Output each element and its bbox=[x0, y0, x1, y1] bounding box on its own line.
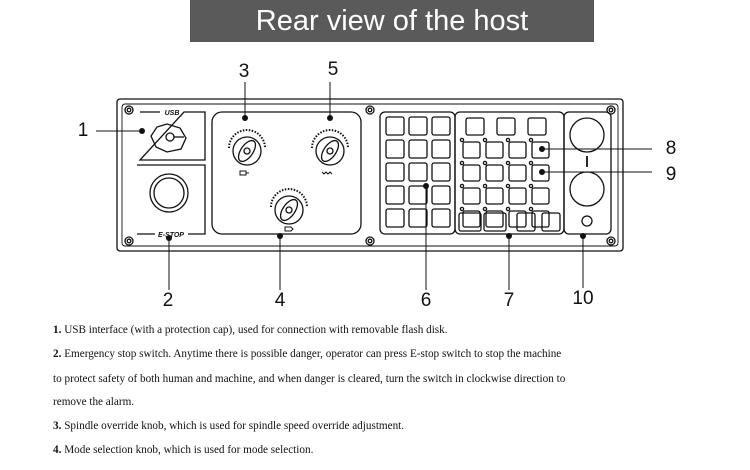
mode-selection-knob bbox=[270, 188, 308, 232]
leader-dots bbox=[139, 115, 586, 241]
estop-switch bbox=[137, 164, 206, 235]
function-key bbox=[462, 187, 481, 205]
function-key bbox=[483, 212, 507, 232]
numeric-key bbox=[431, 208, 451, 228]
callout-1: 1 bbox=[77, 120, 89, 141]
numeric-key bbox=[431, 116, 451, 136]
function-key bbox=[462, 141, 481, 159]
function-key bbox=[485, 164, 504, 182]
knob-panel bbox=[211, 111, 362, 235]
page-title: Rear view of the host bbox=[190, 0, 594, 42]
function-key bbox=[485, 141, 504, 159]
callout-3: 3 bbox=[238, 61, 250, 82]
spindle-override-knob bbox=[228, 129, 266, 176]
key-indicator bbox=[528, 137, 534, 143]
key-indicator bbox=[505, 137, 511, 143]
feed-override-knob bbox=[311, 129, 349, 175]
estop-label: E-STOP bbox=[158, 232, 184, 239]
description-3: 3. Spindle override knob, which is used … bbox=[53, 420, 405, 432]
callout-7: 7 bbox=[503, 290, 515, 311]
key-indicator bbox=[528, 160, 534, 166]
callout-6: 6 bbox=[420, 290, 432, 311]
function-key bbox=[462, 164, 481, 182]
function-key bbox=[531, 141, 550, 159]
numeric-key bbox=[431, 185, 451, 205]
callout-9: 9 bbox=[665, 164, 677, 185]
function-key bbox=[527, 117, 547, 136]
description-2-cont: to protect safety of both human and mach… bbox=[53, 373, 566, 385]
description-4: 4. Mode selection knob, which is used fo… bbox=[53, 444, 314, 456]
numeric-key bbox=[385, 208, 405, 228]
callout-10: 10 bbox=[572, 288, 594, 309]
function-key bbox=[496, 117, 516, 136]
key-indicator bbox=[505, 160, 511, 166]
numeric-key bbox=[431, 162, 451, 182]
function-key bbox=[508, 164, 527, 182]
key-indicator bbox=[482, 206, 488, 212]
function-key bbox=[531, 164, 550, 182]
key-indicator bbox=[528, 183, 534, 189]
function-key bbox=[485, 187, 504, 205]
panel-inner-frame bbox=[121, 103, 619, 247]
numeric-key bbox=[408, 162, 428, 182]
spindle-panel-frame bbox=[563, 111, 612, 235]
numeric-keypad-frame bbox=[379, 111, 456, 235]
function-key bbox=[508, 141, 527, 159]
numeric-key bbox=[385, 162, 405, 182]
numeric-key bbox=[408, 116, 428, 136]
function-key bbox=[541, 212, 561, 232]
key-indicator bbox=[459, 206, 465, 212]
numeric-key bbox=[408, 208, 428, 228]
callout-5: 5 bbox=[327, 59, 339, 80]
key-indicator bbox=[459, 137, 465, 143]
callout-2: 2 bbox=[162, 290, 174, 311]
key-indicator bbox=[482, 137, 488, 143]
numeric-key bbox=[385, 185, 405, 205]
key-indicator bbox=[459, 183, 465, 189]
key-indicator bbox=[482, 160, 488, 166]
numeric-keys bbox=[385, 116, 451, 228]
key-indicator bbox=[505, 183, 511, 189]
numeric-key bbox=[385, 116, 405, 136]
function-key bbox=[485, 210, 504, 228]
description-2: 2. Emergency stop switch. Anytime there … bbox=[53, 348, 562, 360]
callout-4: 4 bbox=[274, 290, 286, 311]
callout-8: 8 bbox=[665, 138, 677, 159]
numeric-key bbox=[385, 139, 405, 159]
function-key bbox=[462, 210, 481, 228]
panel-outer-frame bbox=[116, 98, 624, 252]
numeric-key bbox=[408, 139, 428, 159]
numeric-key bbox=[408, 185, 428, 205]
description-1: 1. USB interface (with a protection cap)… bbox=[53, 324, 448, 336]
function-key bbox=[508, 187, 527, 205]
key-indicator bbox=[459, 160, 465, 166]
function-key bbox=[458, 212, 482, 232]
function-key bbox=[531, 187, 550, 205]
description-2-end: remove the alarm. bbox=[53, 396, 135, 408]
usb-label: USB bbox=[165, 110, 180, 117]
function-keys bbox=[458, 117, 561, 232]
function-key bbox=[531, 210, 550, 228]
corner-screws bbox=[124, 105, 616, 246]
key-indicator bbox=[482, 183, 488, 189]
function-key bbox=[465, 117, 485, 136]
function-key bbox=[516, 212, 536, 232]
usb-port bbox=[138, 111, 206, 161]
numeric-key bbox=[431, 139, 451, 159]
key-indicator bbox=[528, 206, 534, 212]
key-indicator bbox=[505, 206, 511, 212]
leader-lines bbox=[96, 82, 652, 290]
